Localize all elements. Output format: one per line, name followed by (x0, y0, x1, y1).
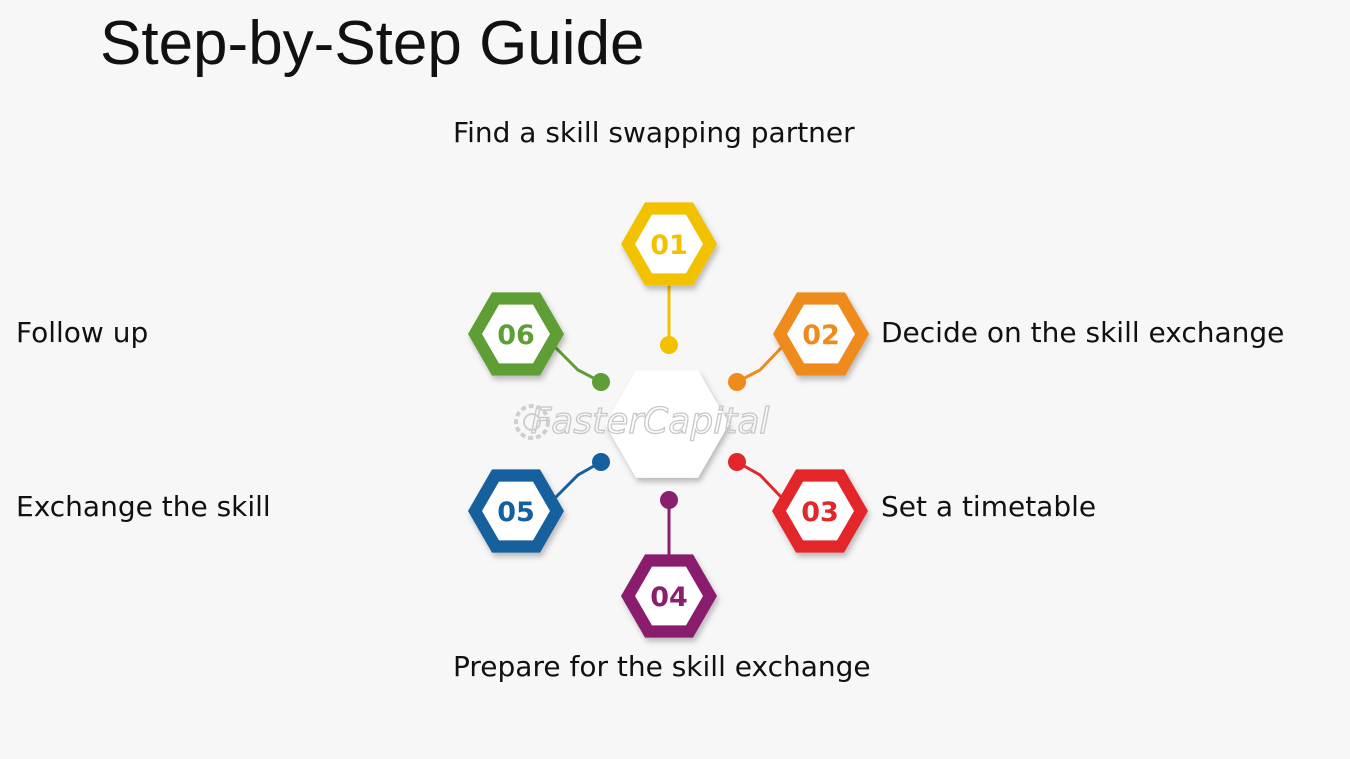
step-number: 04 (650, 582, 688, 613)
hexagon-inner (635, 566, 703, 626)
step-05: 05 (468, 453, 610, 553)
connector-dot (660, 491, 678, 509)
step-04: 04 (621, 491, 717, 638)
hexagon-inner (635, 214, 703, 274)
step-label-02: Decide on the skill exchange (881, 316, 1285, 349)
step-01: 01 (621, 202, 717, 354)
hexagon-inner (786, 481, 854, 541)
hexagon-inner (482, 481, 550, 541)
step-label-01: Find a skill swapping partner (453, 116, 855, 149)
step-06: 06 (468, 292, 610, 391)
step-number: 03 (801, 497, 839, 528)
page-title: Step-by-Step Guide (100, 9, 645, 78)
connector-dot (660, 336, 678, 354)
connector-dot (728, 453, 746, 471)
center-hexagon-shape (605, 370, 729, 478)
step-number: 01 (650, 230, 688, 261)
gear-icon (514, 404, 550, 440)
hexagon-inner (787, 304, 855, 364)
step-02: 02 (728, 292, 869, 391)
step-number: 05 (497, 497, 535, 528)
step-label-03: Set a timetable (881, 490, 1097, 523)
hexagon-inner (482, 304, 550, 364)
step-number: 06 (497, 320, 535, 351)
step-number: 02 (802, 320, 840, 351)
step-03: 03 (728, 453, 868, 553)
step-label-06: Follow up (16, 316, 149, 349)
center-hexagon: FasterCapital (514, 370, 770, 478)
step-label-05: Exchange the skill (16, 490, 271, 523)
connector-dot (592, 453, 610, 471)
watermark-text: FasterCapital (531, 401, 770, 442)
connector-dot (592, 373, 610, 391)
step-label-04: Prepare for the skill exchange (453, 650, 871, 683)
connector-dot (728, 373, 746, 391)
